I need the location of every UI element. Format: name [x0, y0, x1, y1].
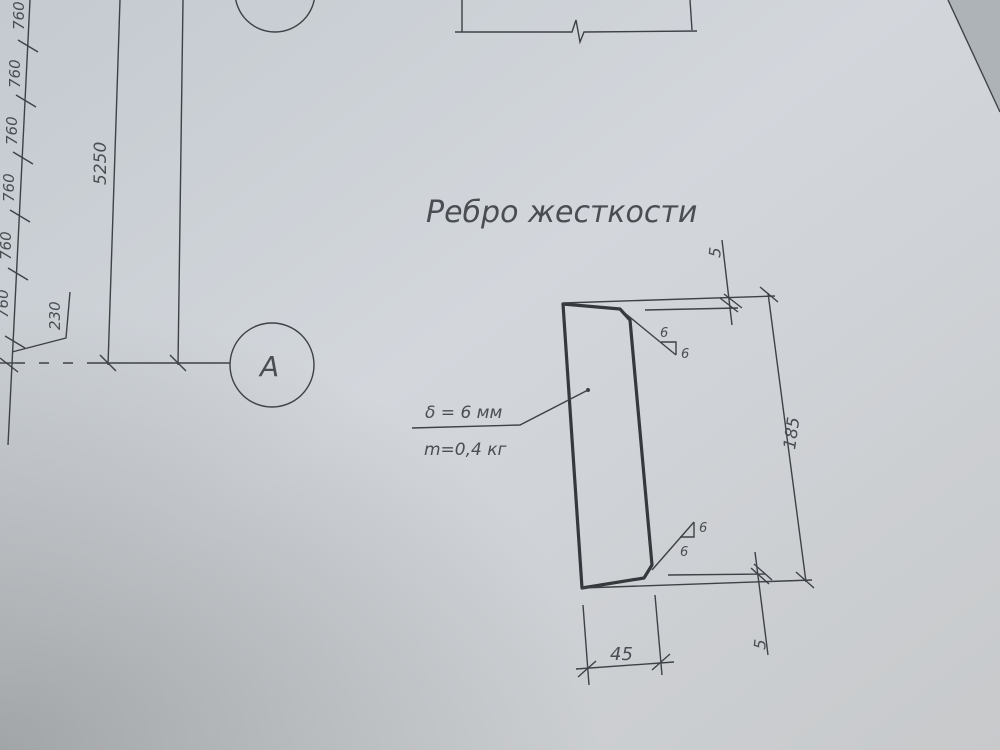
- chain-label: 760: [0, 231, 15, 260]
- dimension-label: 5: [705, 246, 725, 258]
- axis-marker-a: A: [229, 322, 315, 408]
- axis-label: A: [258, 350, 279, 383]
- top-detail: [455, 0, 698, 45]
- dimension-label: 185: [780, 416, 804, 451]
- thickness-label: δ = 6 мм: [425, 403, 502, 423]
- weld-symbol-bottom: 6 6: [651, 521, 707, 571]
- frame-line: [947, 0, 1000, 113]
- weld-leg: 6: [681, 347, 689, 362]
- chain-label: 760: [6, 59, 24, 88]
- dimension-45: 45: [575, 594, 675, 686]
- axis-marker-partial: [235, 0, 315, 33]
- dimension-5-bottom: 5: [750, 551, 773, 656]
- dimension-5-top: 5: [705, 239, 743, 326]
- weld-symbol-top: 6 6: [625, 313, 689, 362]
- weld-leg: 6: [680, 545, 688, 560]
- drawing-title: Ребро жесткости: [426, 195, 697, 230]
- dimension-5250: 5250: [0, 0, 230, 372]
- weld-leg: 6: [699, 521, 707, 536]
- chain-label: 760: [0, 173, 18, 202]
- offset-label: 230: [46, 301, 64, 330]
- leader-line: [411, 389, 589, 429]
- dimension-label: 45: [610, 644, 633, 665]
- dimension-label: 5: [750, 638, 770, 650]
- dimension-185: 185: [562, 286, 815, 589]
- chain-label: 760: [3, 116, 21, 145]
- weld-leg: 6: [660, 326, 668, 341]
- mass-label: m=0,4 кг: [424, 440, 507, 460]
- chain-label: 760: [0, 289, 12, 318]
- chain-label: 760: [10, 1, 28, 30]
- left-dimension-chain: 760 760 760 760 760 760 230: [0, 0, 71, 446]
- dimension-label: 5250: [91, 142, 111, 185]
